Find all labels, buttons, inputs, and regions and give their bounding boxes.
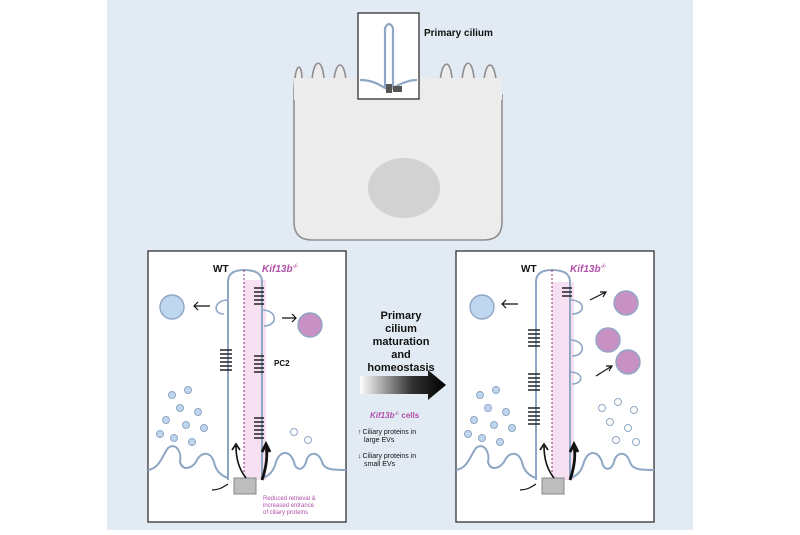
- right-kif-label: Kif13b-/-: [570, 264, 606, 275]
- right-kif-fill: [552, 282, 574, 480]
- right-large-ev-blue: [469, 294, 495, 320]
- left-wt-label: WT: [213, 264, 229, 275]
- arrow-left: [193, 301, 210, 311]
- small-evs-left: [156, 386, 208, 446]
- arrow-right: [282, 313, 297, 323]
- note-line-2: increased entrance: [263, 503, 315, 509]
- big-arrow: [360, 370, 446, 400]
- right-arrow-down: [595, 365, 614, 377]
- note-line-1: Reduced retrieval &: [263, 496, 316, 502]
- top-cell: Primary cilium: [293, 12, 503, 241]
- membrane-proteins: [220, 287, 264, 439]
- retrieval-arrow: [211, 483, 229, 491]
- title-line-1: Primary: [381, 310, 423, 322]
- down-line-1: ↓Ciliary proteins in: [358, 453, 416, 460]
- title-line-4: and: [391, 349, 411, 361]
- title-line-2: cilium: [385, 323, 417, 335]
- large-ev-purple: [297, 312, 323, 338]
- down-line-2: small EVs: [364, 461, 396, 468]
- note-line-3: of ciliary proteins: [263, 510, 308, 516]
- thick-up-arrow: [260, 440, 272, 481]
- bud-1: [569, 299, 584, 315]
- right-arrow-up: [589, 291, 608, 301]
- large-ev-blue: [159, 294, 185, 320]
- small-evs-empty-right: [598, 398, 640, 446]
- left-membrane: [147, 445, 347, 479]
- up-arrow: [231, 442, 247, 479]
- title-line-3: maturation: [373, 336, 430, 348]
- title-block: Primary cilium maturation and homeostasi…: [367, 310, 434, 374]
- right-large-ev-purple-1: [613, 290, 639, 316]
- up-line-2: large EVs: [364, 437, 395, 444]
- right-membrane: [455, 445, 655, 479]
- bud-2: [569, 339, 584, 357]
- right-thick-up-arrow: [568, 440, 580, 481]
- basal-body-2: [393, 86, 402, 92]
- middle-section: Primary cilium maturation and homeostasi…: [358, 310, 446, 468]
- bud-3: [569, 371, 582, 385]
- title-line-5: homeostasis: [367, 362, 434, 374]
- right-basal-body: [541, 477, 565, 495]
- left-basal-body: [233, 477, 257, 495]
- pc2-label: PC2: [274, 359, 290, 368]
- right-arrow-left: [501, 299, 518, 309]
- wt-bud: [215, 299, 229, 315]
- left-panel: PC2 WT Kif13b-/- Reduced retrieval & inc…: [147, 250, 347, 523]
- up-line-1: ↑Ciliary proteins in: [358, 429, 416, 436]
- right-up-arrow: [539, 442, 555, 479]
- right-wt-label: WT: [521, 264, 537, 275]
- right-retrieval-arrow: [519, 483, 537, 491]
- basal-body: [386, 84, 392, 93]
- right-large-ev-purple-2: [595, 327, 621, 353]
- right-membrane-proteins: [528, 287, 572, 425]
- small-evs-right: [464, 386, 516, 446]
- right-panel: WT Kif13b-/-: [455, 250, 655, 523]
- cells-label: Kif13b-/- cells: [370, 411, 420, 420]
- kif-bud: [261, 309, 276, 327]
- primary-cilium-label: Primary cilium: [424, 28, 493, 39]
- primary-cilium-shape: [359, 22, 418, 90]
- nucleus: [368, 158, 440, 218]
- right-large-ev-purple-3: [615, 349, 641, 375]
- small-evs-empty-left: [290, 428, 312, 444]
- left-kif-label: Kif13b-/-: [262, 264, 298, 275]
